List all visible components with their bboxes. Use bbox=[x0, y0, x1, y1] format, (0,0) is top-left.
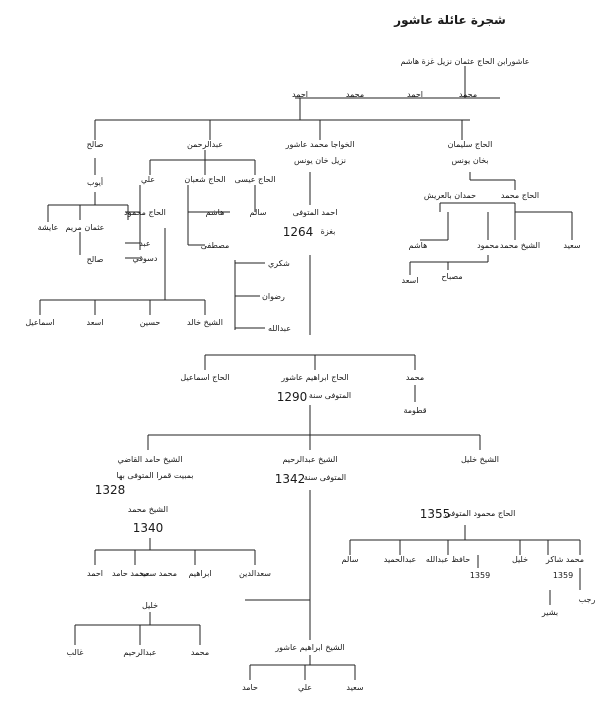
node-misbah: مصباح bbox=[441, 272, 462, 281]
year-1328: 1328 bbox=[95, 483, 126, 497]
node-khalil-k: خليل bbox=[512, 555, 528, 564]
node-shaykh-khalid: الشيخ خالد bbox=[187, 318, 223, 327]
node-ali2: علي bbox=[298, 683, 312, 692]
tree-labels: شجرة عائلة عاشور عاشورابن الحاج عثمان نز… bbox=[25, 13, 595, 692]
node-salih2: صالح bbox=[87, 255, 104, 264]
node-mahmud: محمود bbox=[477, 241, 499, 250]
node-muhammad-shakir: محمد شاكر bbox=[545, 555, 584, 564]
node-radwan: رضوان bbox=[262, 292, 285, 301]
node-ahmad-g: احمد bbox=[87, 569, 103, 578]
node-asad2: اسعد bbox=[402, 276, 419, 285]
node-abdulrahim2: عبدالرحيم bbox=[123, 648, 156, 657]
year-1290: 1290 bbox=[277, 390, 308, 404]
node-mustafa: مصطفى bbox=[201, 241, 230, 250]
year-1355: 1355 bbox=[420, 507, 451, 521]
node-aisha: عايشة bbox=[38, 223, 59, 232]
node-shaykh-muhammad: الشيخ محمد bbox=[500, 241, 540, 250]
node-asad: اسعد bbox=[87, 318, 104, 327]
node-shaykh-abdulrahim: الشيخ عبدالرحيم bbox=[282, 455, 337, 464]
node-hamid: حامد bbox=[242, 683, 258, 692]
node-root: عاشورابن الحاج عثمان نزيل غزة هاشم bbox=[400, 57, 529, 66]
node-uthman-maryam: عثمان مريم bbox=[66, 223, 105, 232]
node-bi-khan-yunis: بخان يونس bbox=[451, 156, 488, 165]
node-khalil2: خليل bbox=[142, 601, 158, 610]
node-hajj-isa: الحاج عيسى bbox=[235, 175, 276, 184]
node-shaykh-muhammad2: الشيخ محمد bbox=[128, 505, 168, 514]
node-shaykh-khalil: الشيخ خليل bbox=[461, 455, 499, 464]
node-hajj-sulayman: الحاج سليمان bbox=[448, 140, 493, 149]
node-hamdan: حمدان بالعريش bbox=[424, 191, 476, 200]
node-alhaj-mahmud: الحاج محمود bbox=[124, 208, 166, 217]
year-1359-a: 1359 bbox=[470, 571, 490, 580]
node-muhammad-m: محمد bbox=[191, 648, 209, 657]
node-salih: صالح bbox=[87, 140, 104, 149]
node-saad-aldin: سعدالدين bbox=[239, 569, 271, 578]
node-salim: سالم bbox=[250, 208, 267, 217]
node-bashir: بشير bbox=[541, 608, 558, 617]
diagram-title: شجرة عائلة عاشور bbox=[393, 13, 506, 28]
node-qutuma: قطومة bbox=[403, 406, 426, 415]
node-hajj-mahmud-mutawaffa: الحاج محمود المتوفى bbox=[445, 509, 516, 518]
node-shaykh-ibrahim: الشيخ ابراهيم عاشور bbox=[274, 643, 344, 652]
node-bi-ghazza: بغزة bbox=[321, 227, 336, 236]
year-1342: 1342 bbox=[275, 472, 306, 486]
node-hashim2: هاشم bbox=[409, 241, 428, 250]
node-shukri: شكري bbox=[268, 259, 290, 268]
node-abdulhamid: عبدالحميد bbox=[384, 555, 416, 564]
node-ahmad-b: احمد bbox=[407, 90, 423, 99]
node-ahmad-top: احمد bbox=[292, 90, 308, 99]
node-rajab: رجب bbox=[579, 595, 596, 604]
node-ali: علي bbox=[141, 175, 155, 184]
node-hajj-ibrahim: الحاج ابراهيم عاشور bbox=[280, 373, 348, 382]
node-muhammad-q: محمد bbox=[406, 373, 424, 382]
node-saeed2: سعيد bbox=[346, 683, 363, 692]
year-1359-b: 1359 bbox=[553, 571, 573, 580]
node-khawaja-muhammad: الخواجا محمد عاشور bbox=[285, 140, 355, 149]
node-abdulrahman: عبدالرحمن bbox=[187, 140, 223, 149]
node-ibrahim: ابراهيم bbox=[188, 569, 211, 578]
year-1340: 1340 bbox=[133, 521, 164, 535]
node-hajj-shaban: الحاج شعبان bbox=[184, 175, 225, 184]
node-saeed: سعيد bbox=[563, 241, 580, 250]
node-muhammad-said: محمد سعيد bbox=[139, 569, 177, 578]
node-hafiz-abdallah: حافظ عبدالله bbox=[426, 555, 470, 564]
node-nazil-khan-yunis: نزيل خان يونس bbox=[294, 156, 346, 165]
node-ismail: اسماعيل bbox=[25, 318, 54, 327]
node-abd: عبد bbox=[139, 239, 150, 248]
node-ahmad-mutawaffa: احمد المتوفى bbox=[293, 208, 338, 217]
node-dasuqi: دسوقي bbox=[133, 254, 158, 263]
node-hajj-ismail: الحاج اسماعيل bbox=[180, 373, 229, 382]
node-shaykh-hamid: الشيخ حامد القاضي bbox=[118, 455, 183, 464]
node-abdallah: عبدالله bbox=[268, 324, 291, 333]
node-muhammad-hamid: محمد حامد bbox=[112, 569, 149, 578]
node-hashim: هاشم bbox=[206, 208, 225, 217]
node-muhammad-a: محمد bbox=[346, 90, 364, 99]
node-hajj-muhammad: الحاج محمد bbox=[501, 191, 539, 200]
node-salim2: سالم bbox=[342, 555, 359, 564]
year-1264: 1264 bbox=[283, 225, 314, 239]
node-bi-bayt: بمبيت قمرا المتوفى بها bbox=[117, 471, 194, 480]
node-mutawaffa-sana2: المتوفى سنة bbox=[304, 473, 346, 482]
node-mutawaffa-sana: المتوفى سنة bbox=[309, 391, 351, 400]
node-ayyub: أيوب bbox=[87, 177, 103, 187]
node-muhammad-c: محمد bbox=[459, 90, 477, 99]
tree-connectors bbox=[39, 66, 581, 680]
node-ghalib: غالب bbox=[67, 648, 84, 657]
node-husayn: حسين bbox=[140, 318, 161, 327]
